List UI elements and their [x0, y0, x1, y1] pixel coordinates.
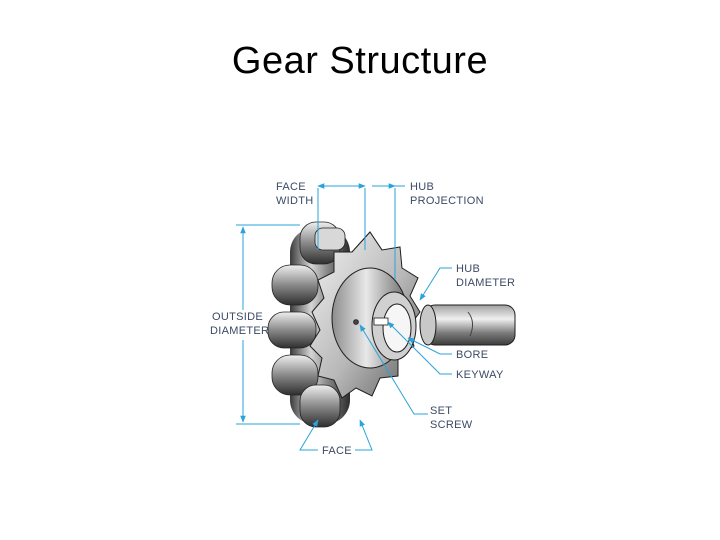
label-outside-diameter-line1: OUTSIDE — [212, 311, 263, 323]
label-outside-diameter-line2: DIAMETER — [210, 325, 269, 337]
label-bore: BORE — [456, 349, 488, 361]
label-set-screw-line1: SET — [430, 405, 452, 417]
label-hub-diameter-line1: HUB — [456, 263, 480, 275]
label-set-screw-line2: SCREW — [430, 419, 473, 431]
diagram-labels: FACE WIDTH HUB PROJECTION HUB DIAMETER O… — [210, 181, 515, 457]
label-face-width-line2: WIDTH — [276, 195, 314, 207]
label-keyway: KEYWAY — [456, 369, 504, 381]
label-face: FACE — [322, 445, 352, 457]
label-hub-projection-line1: HUB — [410, 181, 434, 193]
label-face-width-line1: FACE — [276, 181, 306, 193]
label-hub-projection-line2: PROJECTION — [410, 195, 484, 207]
slide-title: Gear Structure — [231, 40, 489, 82]
dimension-lines — [236, 183, 452, 451]
shaft — [419, 304, 516, 346]
label-hub-diameter-line2: DIAMETER — [456, 277, 515, 289]
